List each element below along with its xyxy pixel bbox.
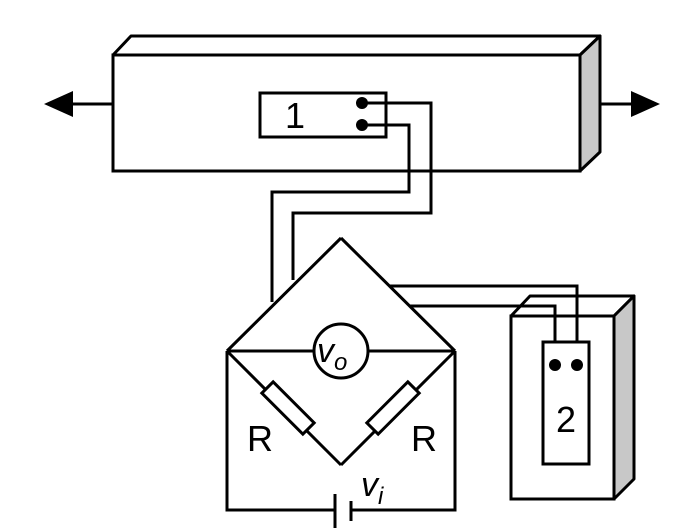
specimen-bar-side-face — [578, 34, 602, 173]
gauge-1-wire-inner — [270, 123, 411, 302]
vo-subscript: o — [334, 349, 347, 376]
gauge-1-wire-outer — [291, 101, 433, 280]
block-side-face — [612, 294, 636, 501]
strain-gauge-2: 2 — [541, 340, 591, 466]
arrow-right-icon — [631, 91, 660, 117]
excitation-loop-right — [352, 351, 457, 512]
excitation-loop-left — [225, 351, 334, 512]
svg-text:vi: vi — [361, 466, 384, 510]
vo-symbol: v — [317, 332, 336, 370]
strain-gauge-1: 1 — [258, 91, 388, 139]
resistor-left — [259, 379, 317, 437]
gauge-2-label: 2 — [556, 399, 576, 440]
resistor-right — [364, 379, 422, 437]
gauge-2-terminal-right — [571, 359, 583, 371]
right-force-arrow — [600, 91, 660, 117]
bridge-arm-top-right — [339, 236, 457, 353]
resistor-left-label: R — [247, 418, 273, 459]
output-voltmeter: vo — [312, 322, 370, 380]
wheatstone-bridge — [225, 236, 457, 512]
gauge-1-lead-wires — [270, 101, 433, 302]
battery-vi — [333, 494, 353, 528]
gauge-2-wire-outer — [389, 284, 579, 365]
resistor-right-label: R — [411, 418, 437, 459]
gauge-1-label: 1 — [285, 95, 305, 136]
vi-subscript: i — [378, 483, 384, 510]
bridge-arm-top-left — [225, 236, 343, 353]
specimen-bar-top-face — [111, 34, 602, 57]
svg-text:vo: vo — [317, 332, 347, 376]
gauge-2-terminal-left — [549, 359, 561, 371]
vi-symbol: v — [361, 466, 380, 504]
arrow-left-icon — [44, 91, 73, 117]
left-force-arrow — [44, 91, 113, 117]
